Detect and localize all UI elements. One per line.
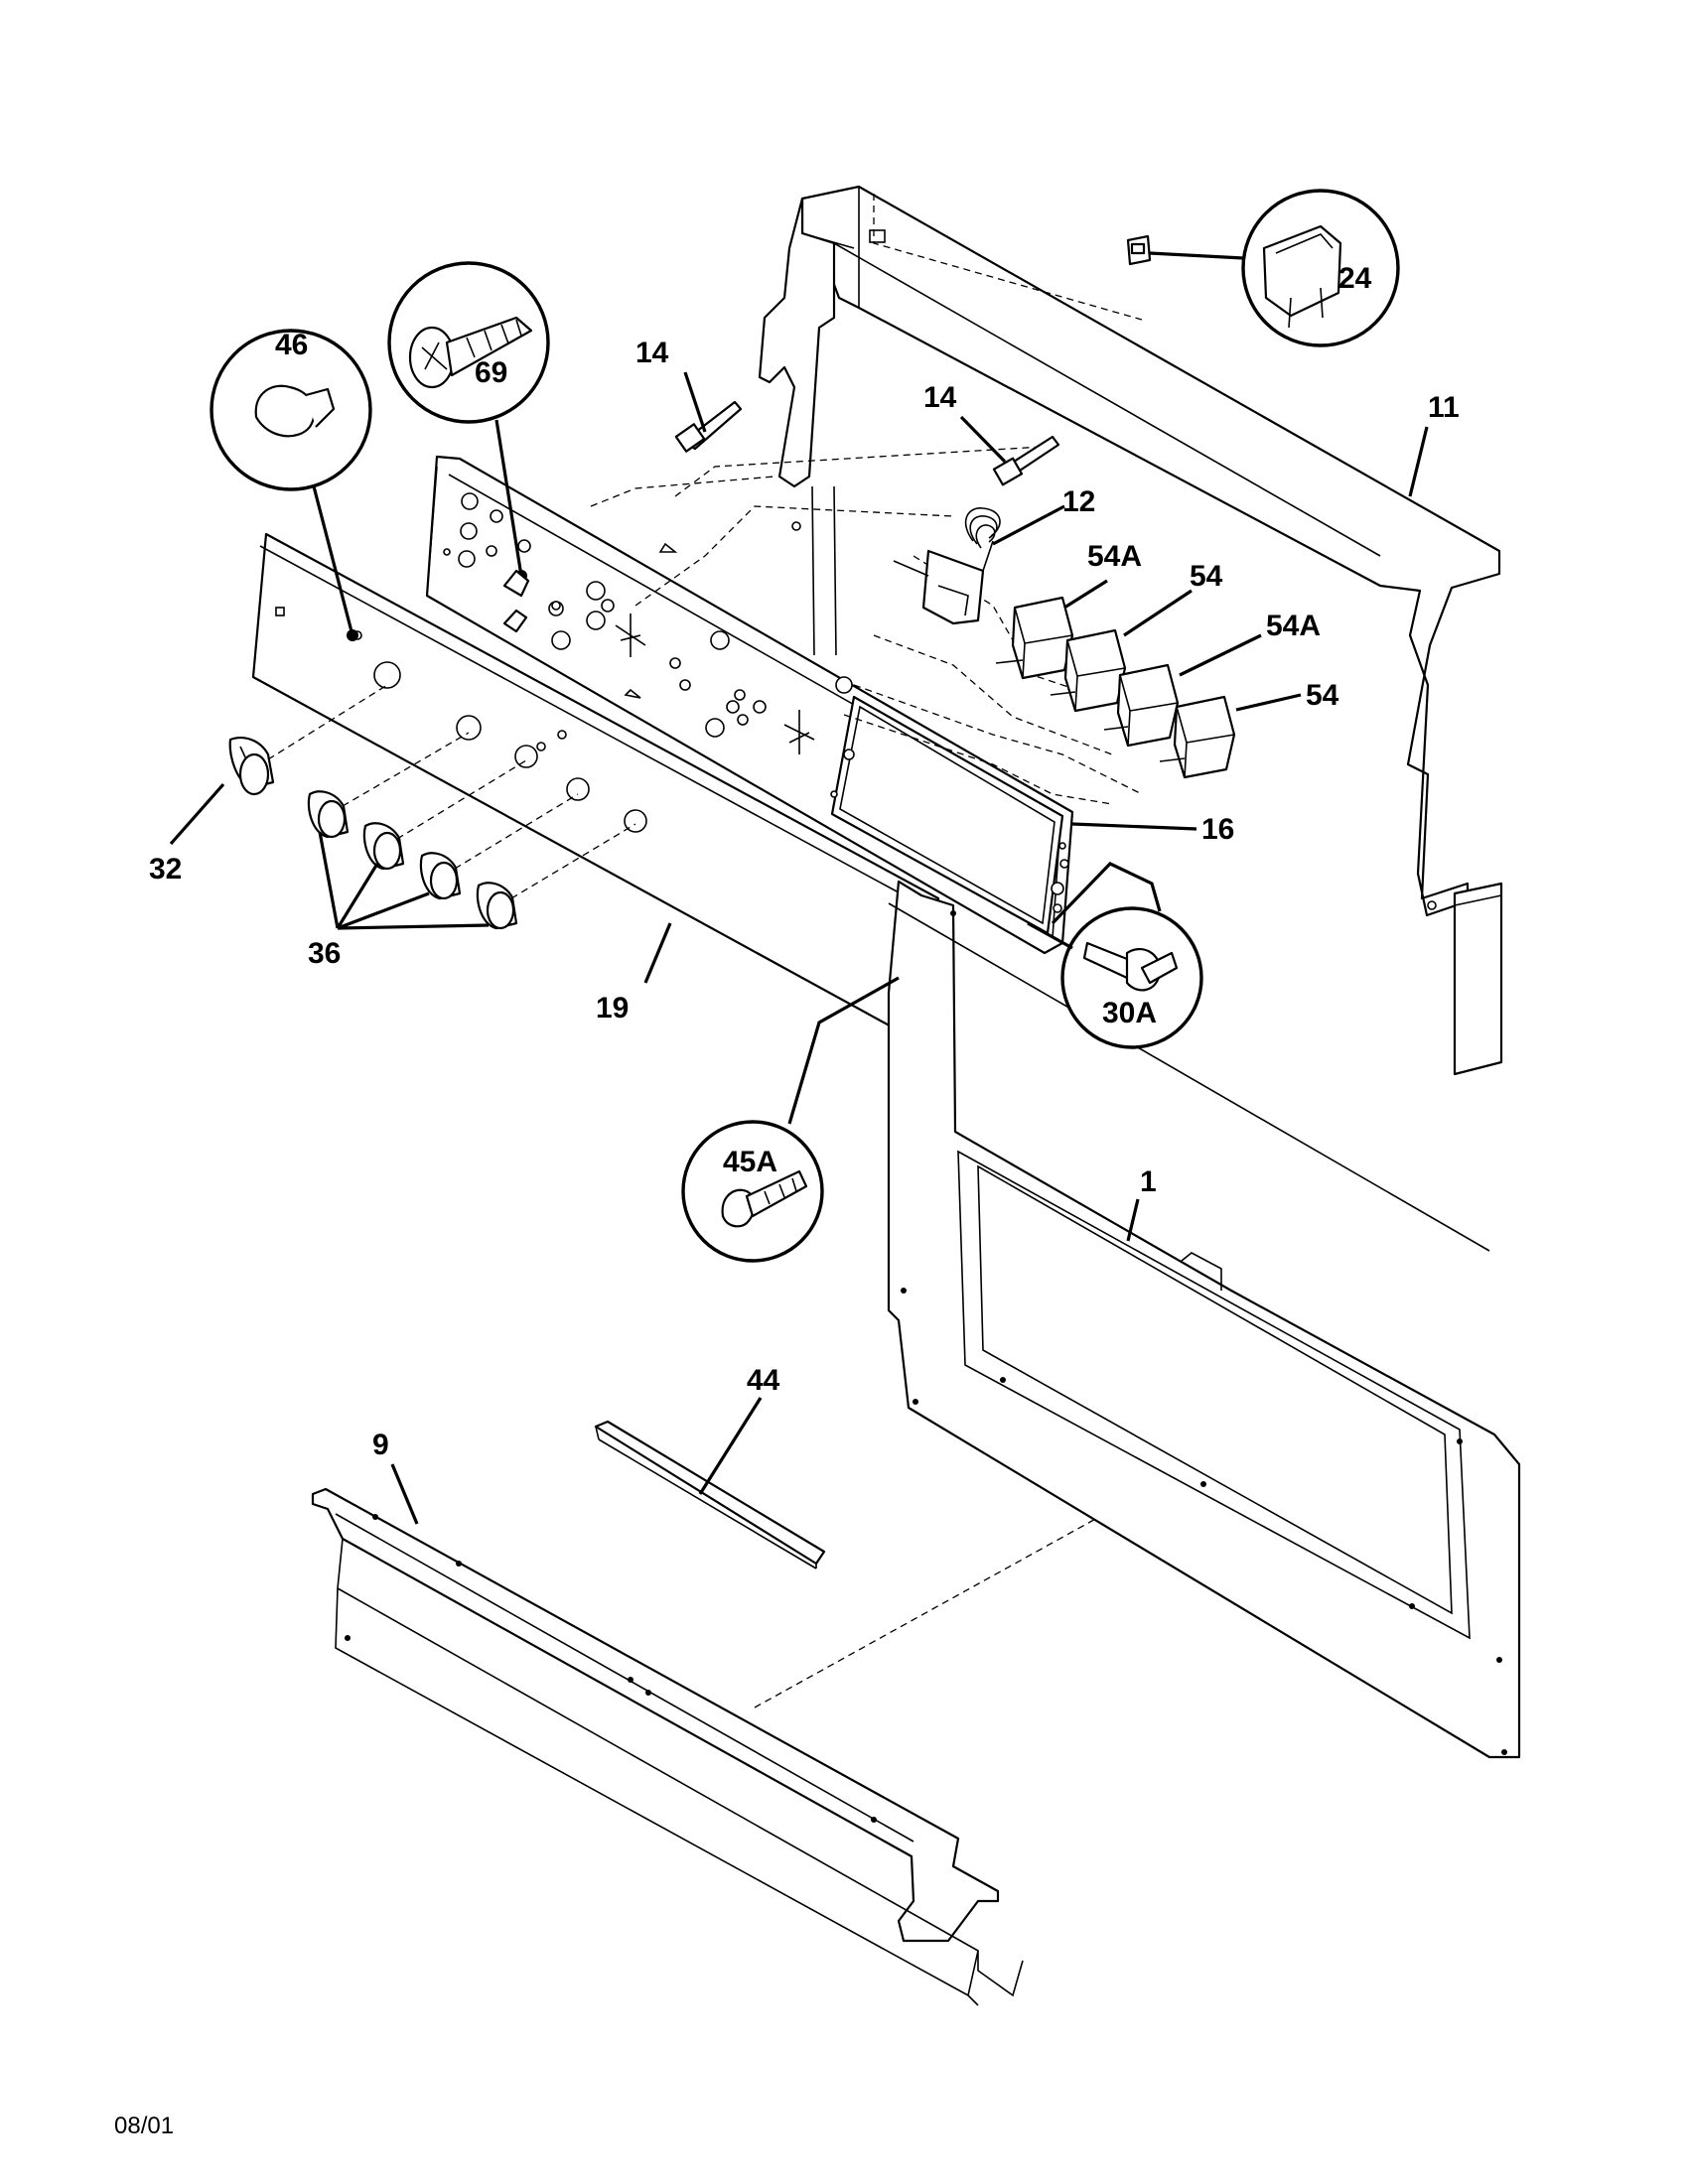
switch-54-1 — [1050, 628, 1127, 713]
knob-36-c — [419, 852, 462, 900]
callout-24 — [1149, 189, 1400, 347]
switch-54a-2 — [1103, 663, 1180, 748]
part-9-trim — [311, 1487, 1024, 2006]
label-11: 11 — [1428, 391, 1460, 424]
switch-54-2 — [1159, 695, 1236, 779]
label-30a: 30A — [1102, 997, 1157, 1029]
label-44: 44 — [747, 1364, 780, 1397]
label-54a-2: 54A — [1266, 610, 1321, 642]
label-12: 12 — [1062, 485, 1095, 518]
label-32: 32 — [149, 853, 182, 886]
label-54-1: 54 — [1190, 560, 1223, 593]
knob-36-b — [362, 822, 405, 871]
switch-54a-1 — [995, 596, 1074, 680]
knob-32 — [228, 737, 275, 796]
label-19: 19 — [596, 992, 629, 1024]
part-11-frame — [758, 185, 1503, 1076]
label-45a: 45A — [723, 1146, 777, 1178]
part-12-thermostat — [893, 507, 1001, 625]
part-24-rocker-small — [1126, 234, 1152, 266]
knob-36-d — [476, 882, 518, 930]
callout-30a — [1027, 862, 1203, 1049]
footer-date: 08/01 — [114, 2113, 175, 2139]
callout-45a — [681, 976, 900, 1263]
switches-54 — [995, 596, 1236, 779]
part-labels: 46 69 14 14 12 54A 54 54A 54 11 24 16 30… — [149, 262, 1460, 1461]
label-9: 9 — [372, 1429, 389, 1461]
label-54-2: 54 — [1306, 679, 1339, 712]
label-54a-1: 54A — [1087, 540, 1142, 573]
label-46: 46 — [275, 329, 308, 361]
part-14-sockets — [674, 400, 1060, 486]
knobs — [228, 737, 518, 930]
label-24: 24 — [1338, 262, 1372, 295]
callout-69 — [387, 261, 550, 633]
part-44-strip — [594, 1420, 826, 1570]
label-14-b: 14 — [923, 381, 957, 414]
label-69: 69 — [475, 356, 507, 389]
label-1: 1 — [1140, 1165, 1157, 1198]
leader-lines — [169, 371, 1429, 1525]
knob-36-a — [307, 790, 350, 839]
label-36: 36 — [308, 937, 341, 970]
label-16: 16 — [1201, 813, 1234, 846]
part-1-panel — [887, 880, 1521, 1759]
label-14-a: 14 — [635, 337, 669, 369]
callout-46 — [210, 329, 372, 641]
